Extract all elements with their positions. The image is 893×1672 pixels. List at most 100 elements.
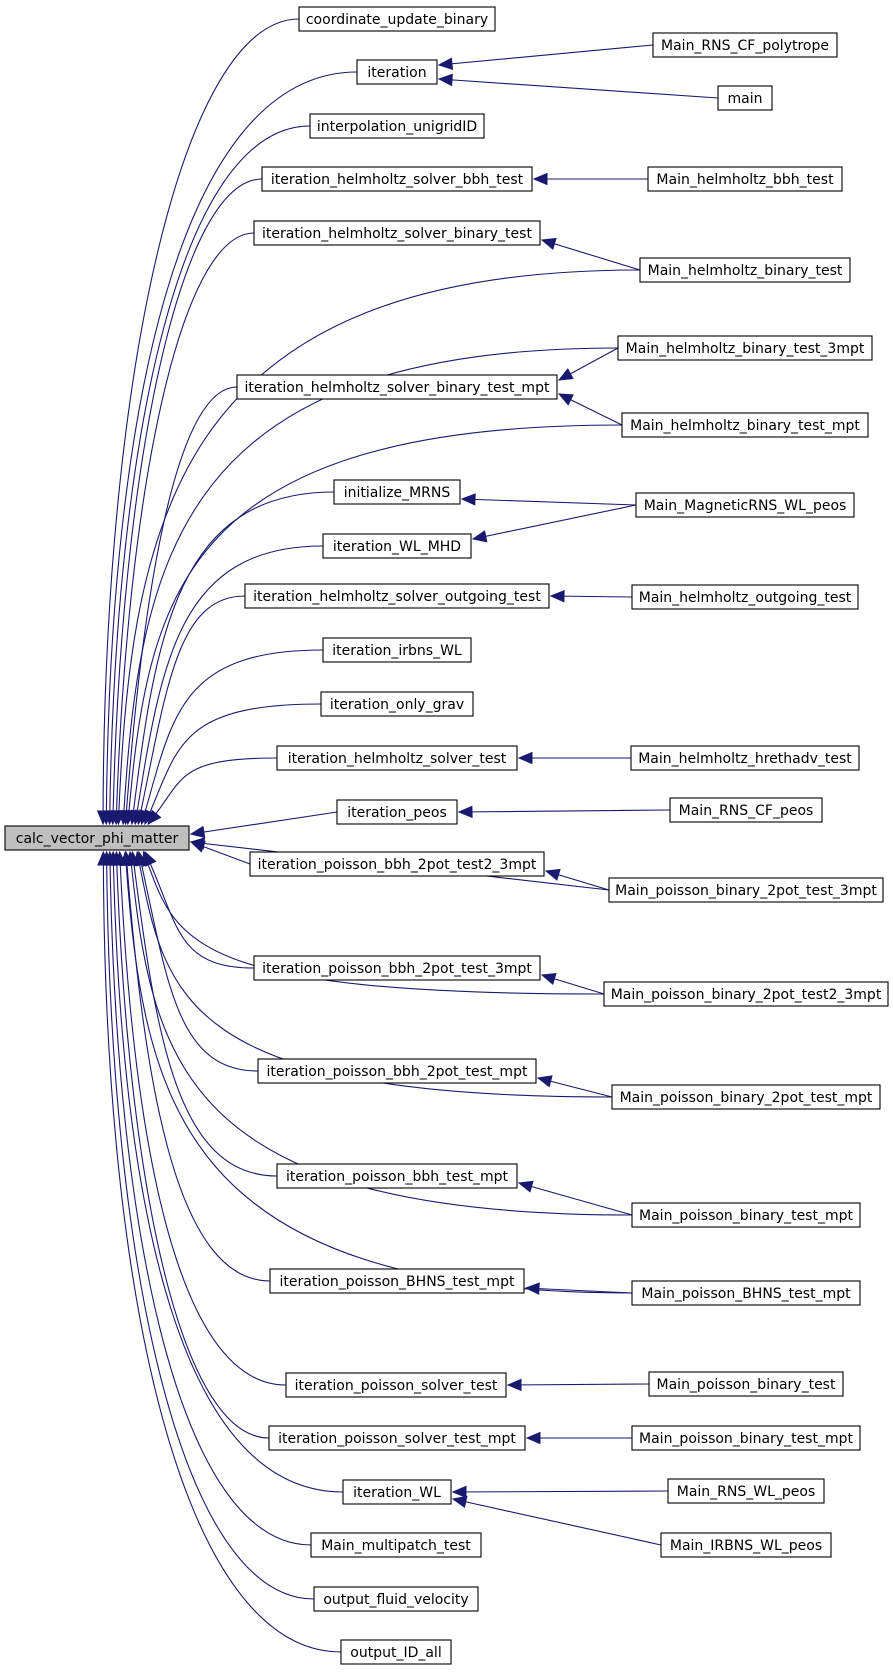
function-node[interactable]: Main_poisson_binary_2pot_test2_3mpt bbox=[603, 981, 889, 1007]
node-box bbox=[717, 85, 773, 111]
function-node[interactable]: Main_poisson_binary_test_mpt bbox=[631, 1425, 861, 1451]
edge-line bbox=[115, 851, 270, 1439]
node-label: Main_helmholtz_hrethadv_test bbox=[638, 751, 852, 767]
function-node[interactable]: Main_helmholtz_binary_test_mpt bbox=[621, 412, 869, 438]
edge-line bbox=[131, 491, 335, 825]
call-edge bbox=[96, 18, 300, 826]
function-node[interactable]: iteration_poisson_bbh_test_mpt bbox=[276, 1163, 518, 1189]
call-edge bbox=[451, 1495, 662, 1546]
node-box bbox=[340, 1639, 452, 1665]
node-box bbox=[603, 981, 889, 1007]
arrowhead-icon bbox=[189, 837, 206, 850]
function-node[interactable]: output_fluid_velocity bbox=[313, 1586, 479, 1612]
function-node[interactable]: Main_RNS_CF_peos bbox=[669, 797, 823, 823]
call-edge bbox=[517, 751, 631, 765]
node-label: Main_poisson_binary_2pot_test2_3mpt bbox=[611, 987, 882, 1003]
edge-line bbox=[525, 1287, 633, 1294]
edge-line bbox=[109, 125, 311, 825]
edge-line bbox=[112, 178, 263, 825]
function-node[interactable]: iteration_peos bbox=[336, 799, 458, 825]
arrowhead-icon bbox=[147, 809, 162, 825]
function-node[interactable]: iteration_poisson_bbh_2pot_test_mpt bbox=[257, 1058, 537, 1084]
function-node[interactable]: iteration_helmholtz_solver_binary_test_m… bbox=[236, 374, 558, 400]
node-box bbox=[320, 691, 474, 717]
function-node[interactable]: iteration_helmholtz_solver_bbh_test bbox=[261, 166, 533, 192]
node-box bbox=[244, 583, 550, 609]
function-node[interactable]: Main_helmholtz_binary_test_3mpt bbox=[617, 335, 873, 361]
function-node[interactable]: iteration_helmholtz_solver_binary_test bbox=[253, 220, 541, 246]
function-node[interactable]: iteration_helmholtz_solver_outgoing_test bbox=[244, 583, 550, 609]
edge-line bbox=[141, 649, 324, 825]
call-edge bbox=[457, 805, 671, 819]
function-node[interactable]: Main_poisson_BHNS_test_mpt bbox=[631, 1280, 861, 1306]
call-edge bbox=[120, 850, 271, 1282]
node-box bbox=[276, 1163, 518, 1189]
call-edge bbox=[437, 44, 654, 71]
node-box bbox=[647, 166, 843, 192]
arrowhead-icon bbox=[451, 1485, 467, 1499]
function-node[interactable]: main bbox=[717, 85, 773, 111]
call-edge bbox=[517, 1180, 633, 1216]
arrowhead-icon bbox=[532, 172, 548, 186]
node-box bbox=[322, 637, 472, 663]
function-node[interactable]: Main_poisson_binary_test bbox=[648, 1371, 844, 1397]
function-node[interactable]: Main_IRBNS_WL_peos bbox=[660, 1532, 832, 1558]
node-box bbox=[621, 412, 869, 438]
function-node[interactable]: iteration_helmholtz_solver_test bbox=[276, 745, 518, 771]
edge-line bbox=[115, 232, 255, 825]
function-node[interactable]: Main_RNS_WL_peos bbox=[667, 1478, 825, 1504]
node-label: iteration_WL_MHD bbox=[333, 539, 461, 555]
node-box bbox=[608, 877, 884, 903]
node-label: Main_helmholtz_binary_test_mpt bbox=[630, 418, 860, 434]
function-node[interactable]: Main_RNS_CF_polytrope bbox=[652, 32, 838, 58]
function-node[interactable]: iteration_poisson_bbh_2pot_test_3mpt bbox=[253, 955, 541, 981]
function-node[interactable]: Main_poisson_binary_2pot_test_mpt bbox=[611, 1084, 881, 1110]
edge-line bbox=[106, 851, 315, 1600]
function-node[interactable]: output_ID_all bbox=[340, 1639, 452, 1665]
function-node[interactable]: Main_helmholtz_outgoing_test bbox=[631, 584, 859, 610]
function-node[interactable]: Main_helmholtz_bbh_test bbox=[647, 166, 843, 192]
root-node[interactable]: calc_vector_phi_matter bbox=[4, 825, 190, 851]
call-edge bbox=[147, 757, 278, 825]
node-box bbox=[333, 479, 461, 505]
node-label: iteration bbox=[367, 65, 426, 81]
node-label: output_fluid_velocity bbox=[323, 1592, 468, 1608]
node-label: Main_poisson_binary_test_mpt bbox=[639, 1208, 853, 1224]
node-box bbox=[611, 1084, 881, 1110]
call-edge bbox=[549, 589, 633, 603]
function-node[interactable]: iteration_poisson_BHNS_test_mpt bbox=[269, 1268, 525, 1294]
call-edge bbox=[437, 73, 719, 99]
function-node[interactable]: coordinate_update_binary bbox=[298, 6, 496, 32]
function-node[interactable]: iteration_poisson_solver_test bbox=[285, 1372, 507, 1398]
function-node[interactable]: iteration_irbns_WL bbox=[322, 637, 472, 663]
function-node[interactable]: Main_helmholtz_binary_test bbox=[639, 257, 851, 283]
edge-line bbox=[105, 71, 358, 825]
function-node[interactable]: iteration_poisson_bbh_2pot_test2_3mpt bbox=[249, 851, 545, 877]
function-node[interactable]: Main_multipatch_test bbox=[310, 1532, 482, 1558]
function-node[interactable]: Main_helmholtz_hrethadv_test bbox=[630, 745, 860, 771]
node-label: Main_poisson_binary_2pot_test_3mpt bbox=[615, 883, 877, 899]
function-node[interactable]: Main_MagneticRNS_WL_peos bbox=[635, 492, 855, 518]
function-node[interactable]: Main_poisson_binary_2pot_test_3mpt bbox=[608, 877, 884, 903]
node-box bbox=[269, 1268, 525, 1294]
edge-line bbox=[137, 595, 246, 825]
function-node[interactable]: Main_poisson_binary_test_mpt bbox=[631, 1202, 861, 1228]
node-box bbox=[322, 533, 472, 559]
function-node[interactable]: iteration_poisson_solver_test_mpt bbox=[268, 1425, 526, 1451]
node-label: Main_multipatch_test bbox=[321, 1538, 471, 1554]
function-node[interactable]: iteration_only_grav bbox=[320, 691, 474, 717]
function-node[interactable]: iteration bbox=[356, 59, 438, 85]
function-node[interactable]: iteration_WL_MHD bbox=[322, 533, 472, 559]
arrowhead-icon bbox=[536, 1075, 553, 1088]
function-node[interactable]: iteration_WL bbox=[342, 1479, 452, 1505]
arrowhead-icon bbox=[540, 973, 557, 985]
call-edge bbox=[532, 172, 648, 186]
node-label: iteration_poisson_bbh_2pot_test2_3mpt bbox=[258, 857, 537, 873]
function-node[interactable]: initialize_MRNS bbox=[333, 479, 461, 505]
call-edge bbox=[125, 850, 633, 1216]
node-box bbox=[631, 1425, 861, 1451]
function-node[interactable]: interpolation_unigridID bbox=[309, 113, 485, 139]
node-label: Main_poisson_binary_test_mpt bbox=[639, 1431, 853, 1447]
node-label: Main_RNS_CF_polytrope bbox=[661, 38, 829, 54]
arrowhead-icon bbox=[525, 1431, 541, 1445]
